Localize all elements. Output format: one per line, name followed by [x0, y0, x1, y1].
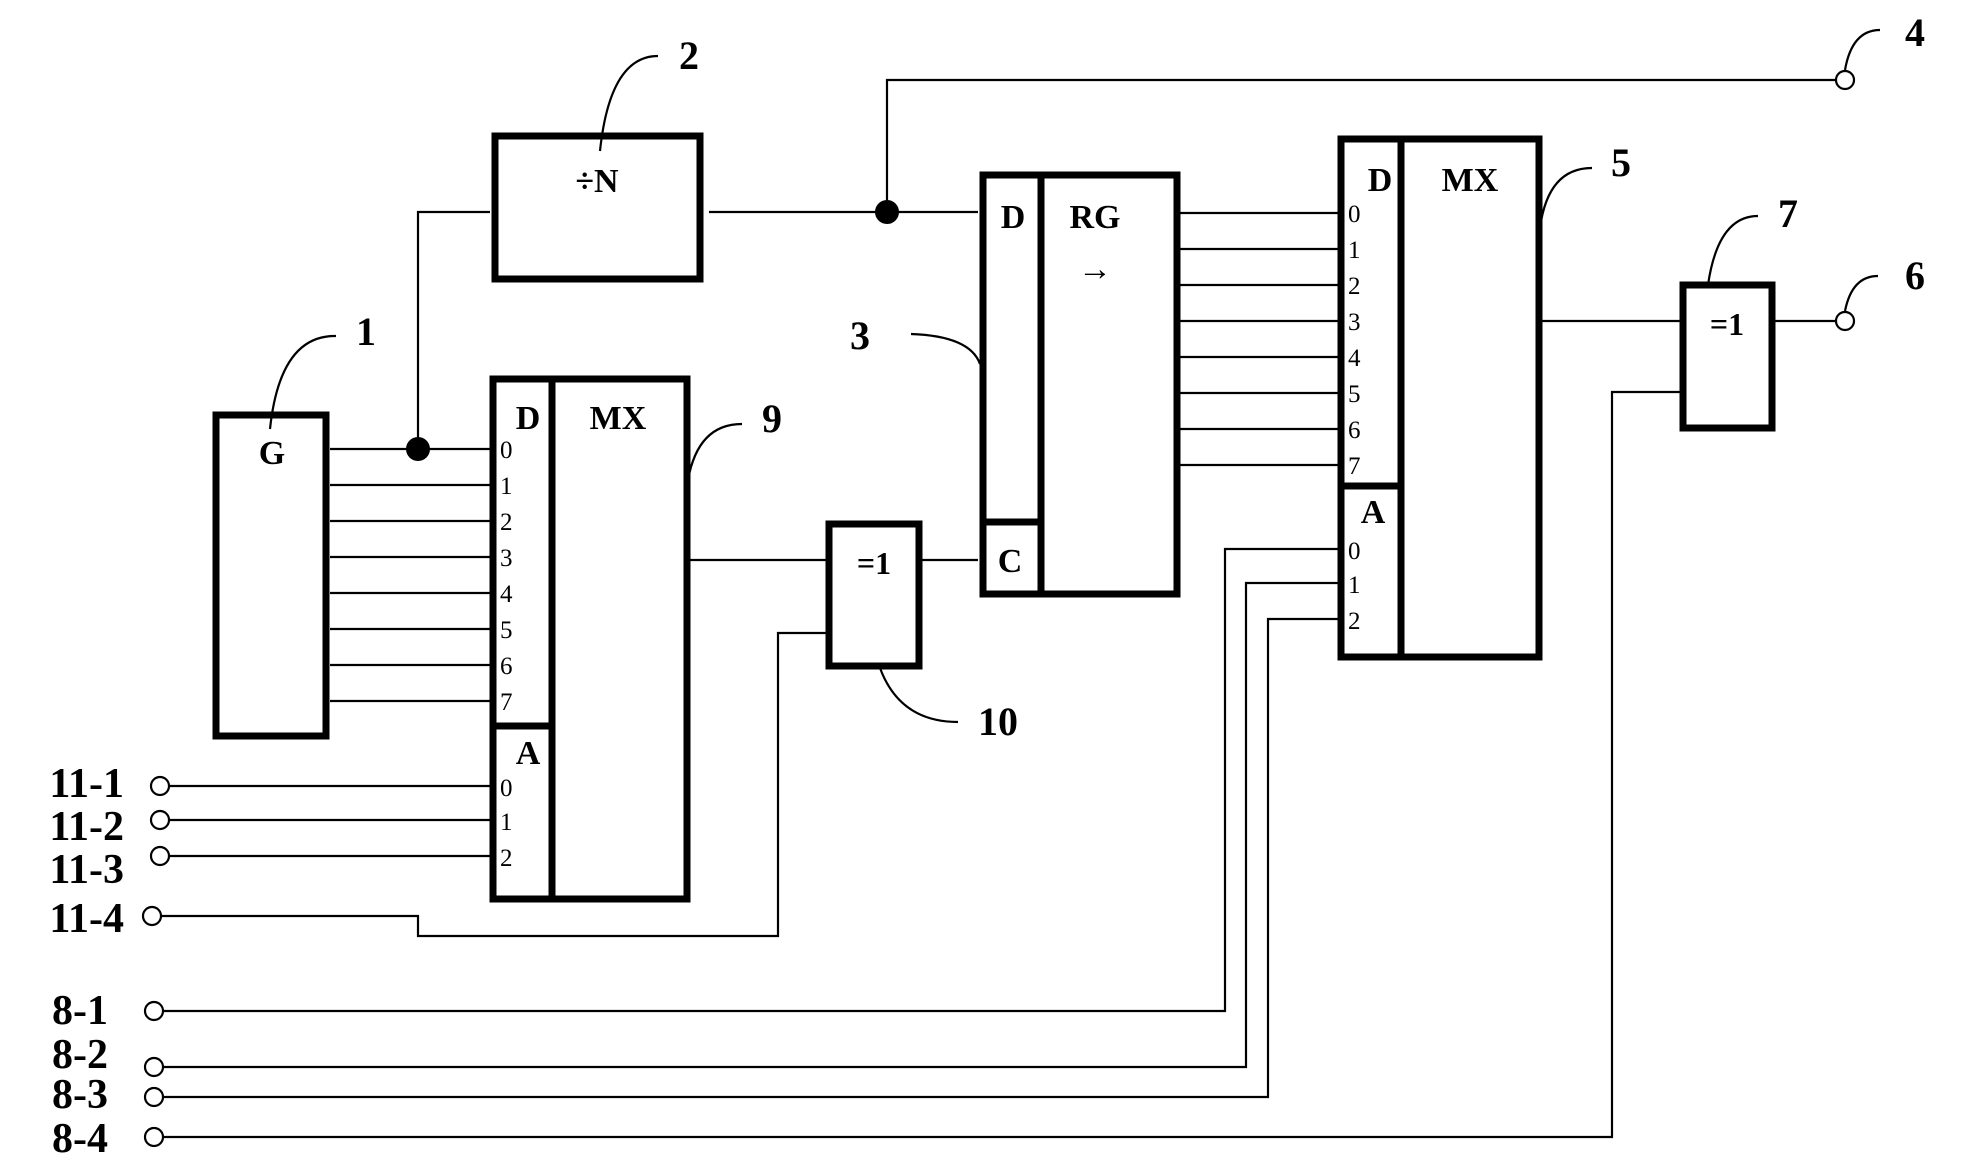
mux-9-data-label: D — [516, 400, 541, 437]
terminal-11-1-label: 11-1 — [49, 761, 124, 807]
mux-5-d-pin: 3 — [1348, 309, 1361, 336]
mux-5-d-pin: 2 — [1348, 273, 1361, 300]
terminal-4-circle — [1836, 71, 1854, 89]
xor-10-label: =1 — [857, 545, 891, 581]
register-title: RG — [1070, 199, 1121, 236]
xor-10-block: =1 — [829, 524, 919, 666]
terminal-11-4-label: 11-4 — [49, 896, 124, 942]
wire-8-2 — [163, 583, 1338, 1067]
terminal-11-3-label: 11-3 — [49, 847, 124, 893]
mux-9-d-pin: 4 — [500, 581, 513, 608]
mux-5-d-pin: 0 — [1348, 201, 1361, 228]
mux-9-d-pin: 1 — [500, 473, 513, 500]
divider-label: ÷N — [575, 163, 619, 200]
mux-5-d-pin: 1 — [1348, 237, 1361, 264]
mux-9-addr-label: A — [516, 735, 541, 772]
shift-arrow-icon: → — [1078, 251, 1112, 288]
generator-label: G — [259, 435, 285, 472]
xor-7-label: =1 — [1710, 306, 1744, 342]
mux-5-data-label: D — [1368, 162, 1393, 199]
mux-9-title: MX — [590, 400, 647, 437]
leader-3 — [911, 334, 980, 364]
divider-block: ÷N — [495, 136, 700, 279]
terminal-8-4-label: 8-4 — [52, 1116, 108, 1162]
terminal-11-3-circle — [151, 847, 169, 865]
leader-6 — [1845, 276, 1878, 311]
terminal-11-2-circle — [151, 811, 169, 829]
mux-9-d-pin: 2 — [500, 509, 513, 536]
mux-5-d-pin: 7 — [1348, 453, 1361, 480]
mux-9-a-pin: 0 — [500, 775, 513, 802]
register-data-label: D — [1001, 199, 1026, 236]
terminal-6-circle — [1836, 312, 1854, 330]
mux-9-d-pin: 7 — [500, 689, 513, 716]
terminal-8-3-label: 8-3 — [52, 1072, 108, 1118]
terminal-8-1-circle — [145, 1002, 163, 1020]
mux-5-a-pin: 0 — [1348, 538, 1361, 565]
ref-number-1: 1 — [356, 309, 376, 354]
ref-number-6: 6 — [1905, 253, 1925, 298]
mux-9-d-pin: 0 — [500, 437, 513, 464]
mux-5-d-pin: 4 — [1348, 345, 1361, 372]
junction-dot — [406, 437, 430, 461]
mux-9-block: D MX 0 1 2 3 4 5 6 7 A 0 1 2 — [493, 379, 687, 899]
mux-9-d-pin: 6 — [500, 653, 513, 680]
leader-10 — [880, 668, 958, 722]
mux-9-d-pin: 5 — [500, 617, 513, 644]
ref-number-10: 10 — [978, 699, 1018, 744]
leader-9 — [688, 424, 742, 480]
terminal-11-4-circle — [143, 907, 161, 925]
mux-5-d-pin: 5 — [1348, 381, 1361, 408]
wire-8-1 — [163, 549, 1338, 1011]
wire-8-3 — [163, 619, 1338, 1097]
ref-number-9: 9 — [762, 396, 782, 441]
register-clock-label: C — [998, 543, 1023, 580]
xor-7-block: =1 — [1683, 285, 1772, 428]
mux-5-addr-label: A — [1361, 494, 1386, 531]
ref-number-3: 3 — [850, 313, 870, 358]
ref-number-7: 7 — [1778, 191, 1798, 236]
terminal-8-4-circle — [145, 1128, 163, 1146]
mux-5-d-pin: 6 — [1348, 417, 1361, 444]
ref-number-5: 5 — [1611, 140, 1631, 185]
terminal-11-1-circle — [151, 777, 169, 795]
leader-7 — [1708, 216, 1758, 285]
ref-number-4: 4 — [1905, 10, 1925, 55]
mux-5-a-pin: 2 — [1348, 608, 1361, 635]
terminal-8-1-label: 8-1 — [52, 988, 108, 1034]
wire-gen-to-divider — [418, 212, 490, 449]
terminal-11-2-label: 11-2 — [49, 804, 124, 850]
mux-5-a-pin: 1 — [1348, 572, 1361, 599]
terminal-8-2-circle — [145, 1058, 163, 1076]
leader-5 — [1540, 168, 1592, 228]
mux-5-block: D MX 0 1 2 3 4 5 6 7 A 0 1 2 — [1341, 139, 1539, 657]
mux-5-title: MX — [1442, 162, 1499, 199]
junction-dot — [875, 200, 899, 224]
mux-9-a-pin: 2 — [500, 845, 513, 872]
generator-block: G — [216, 415, 326, 736]
ref-number-2: 2 — [679, 33, 699, 78]
register-block: D RG → C — [983, 175, 1177, 594]
terminal-8-3-circle — [145, 1088, 163, 1106]
leader-4 — [1845, 30, 1880, 70]
mux-9-d-pin: 3 — [500, 545, 513, 572]
mux-9-a-pin: 1 — [500, 809, 513, 836]
